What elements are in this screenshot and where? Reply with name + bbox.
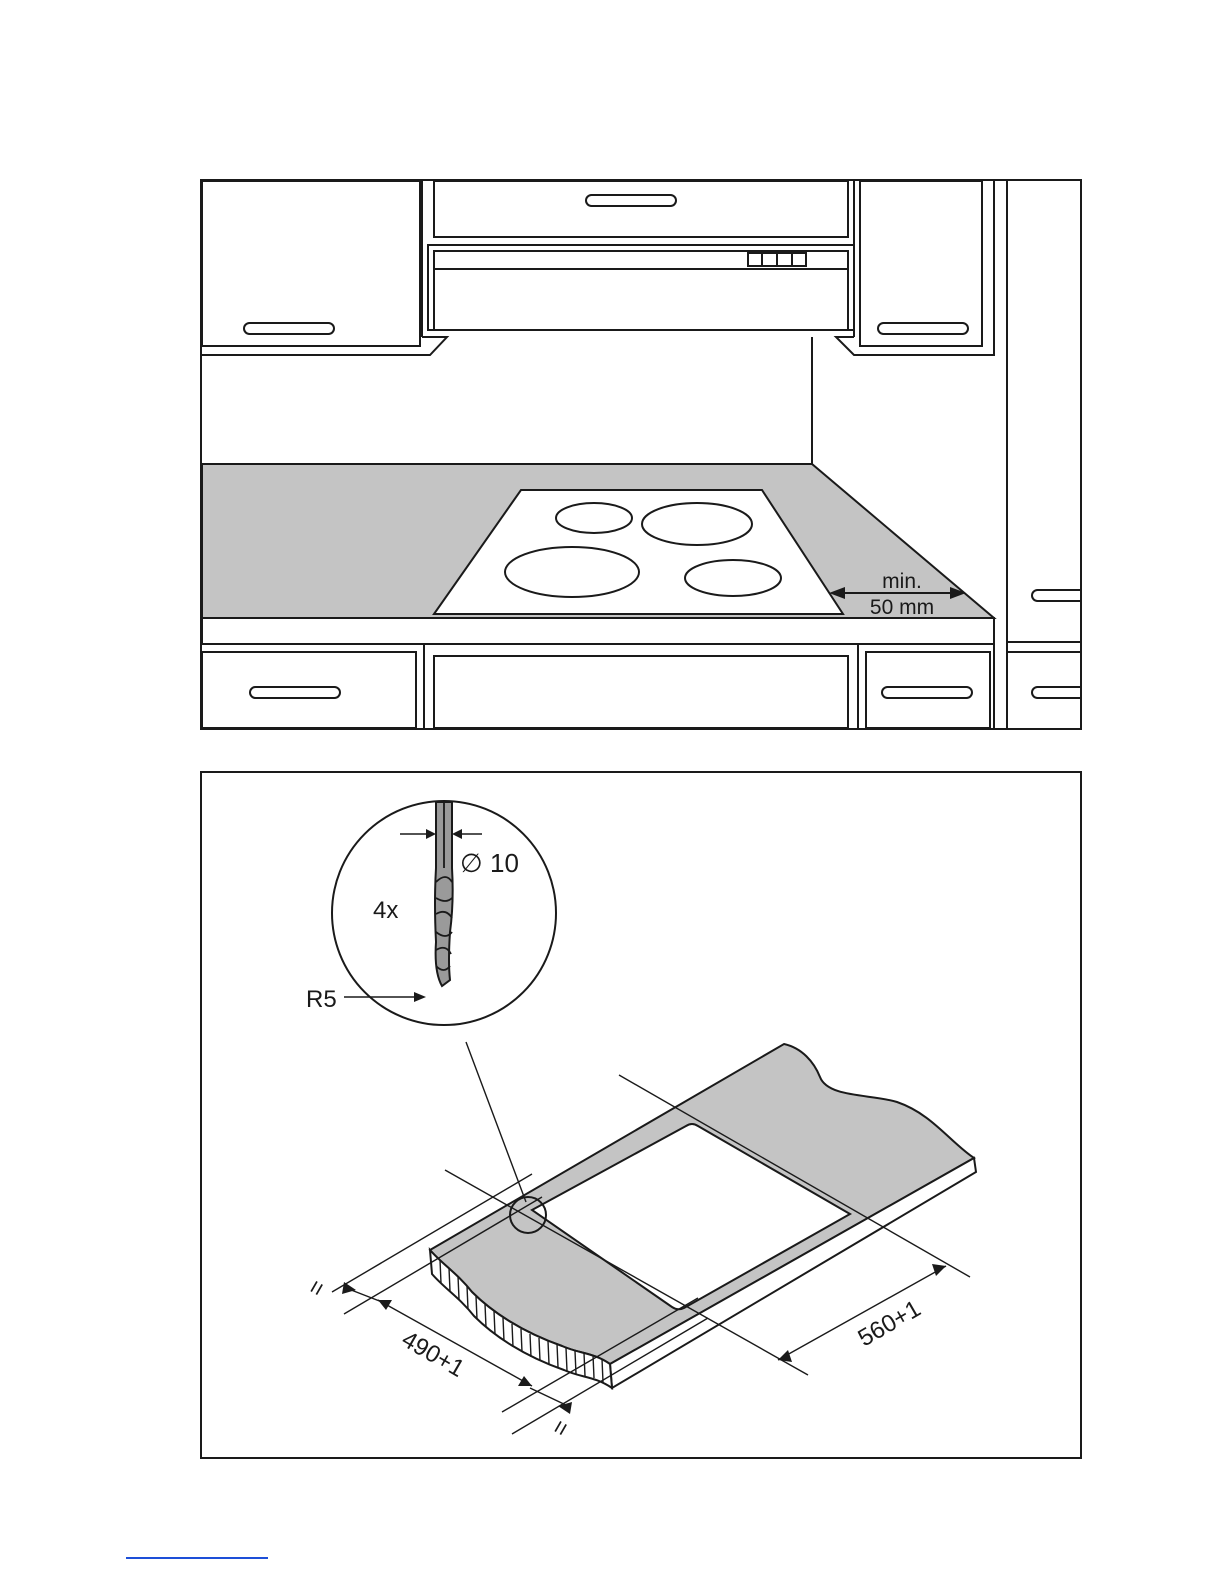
handle [1032, 687, 1080, 698]
handle [882, 687, 972, 698]
depth-dimension-label: 490+1 [397, 1326, 469, 1383]
equal-spacing-mark: = [302, 1275, 332, 1301]
clearance-label-min: min. [882, 570, 922, 593]
kitchen-installation-figure: min. 50 mm [200, 179, 1082, 730]
cutout-drawing: ∅ 10 4x R5 490+1 560+1 = = [202, 773, 1080, 1457]
corner-radius-label: R5 [306, 986, 337, 1013]
handle [244, 323, 334, 334]
lower-center-drawer [434, 656, 848, 728]
handle [250, 687, 340, 698]
upper-left-cabinet [202, 181, 420, 346]
upper-center-cabinet [434, 181, 848, 237]
cooking-zone [685, 560, 781, 596]
width-dimension-label: 560+1 [854, 1295, 926, 1352]
handle [1032, 590, 1080, 601]
cutout-dimensions-figure: ∅ 10 4x R5 490+1 560+1 = = [200, 771, 1082, 1459]
hole-count-label: 4x [373, 897, 398, 924]
diameter-symbol: ∅ [460, 848, 483, 878]
cooking-zone [642, 503, 752, 545]
cooking-zone [556, 503, 632, 533]
clearance-label-value: 50 mm [870, 596, 934, 619]
kitchen-scene-drawing: min. 50 mm [202, 181, 1080, 728]
cooking-zone [505, 547, 639, 597]
drill-diameter-label: 10 [490, 848, 519, 878]
handle [586, 195, 676, 206]
footer-rule [126, 1557, 268, 1559]
extractor-hood [428, 245, 854, 330]
equal-spacing-mark: = [546, 1415, 576, 1441]
worktop-front-edge [202, 618, 994, 644]
handle [878, 323, 968, 334]
upper-right-cabinet [860, 181, 982, 346]
